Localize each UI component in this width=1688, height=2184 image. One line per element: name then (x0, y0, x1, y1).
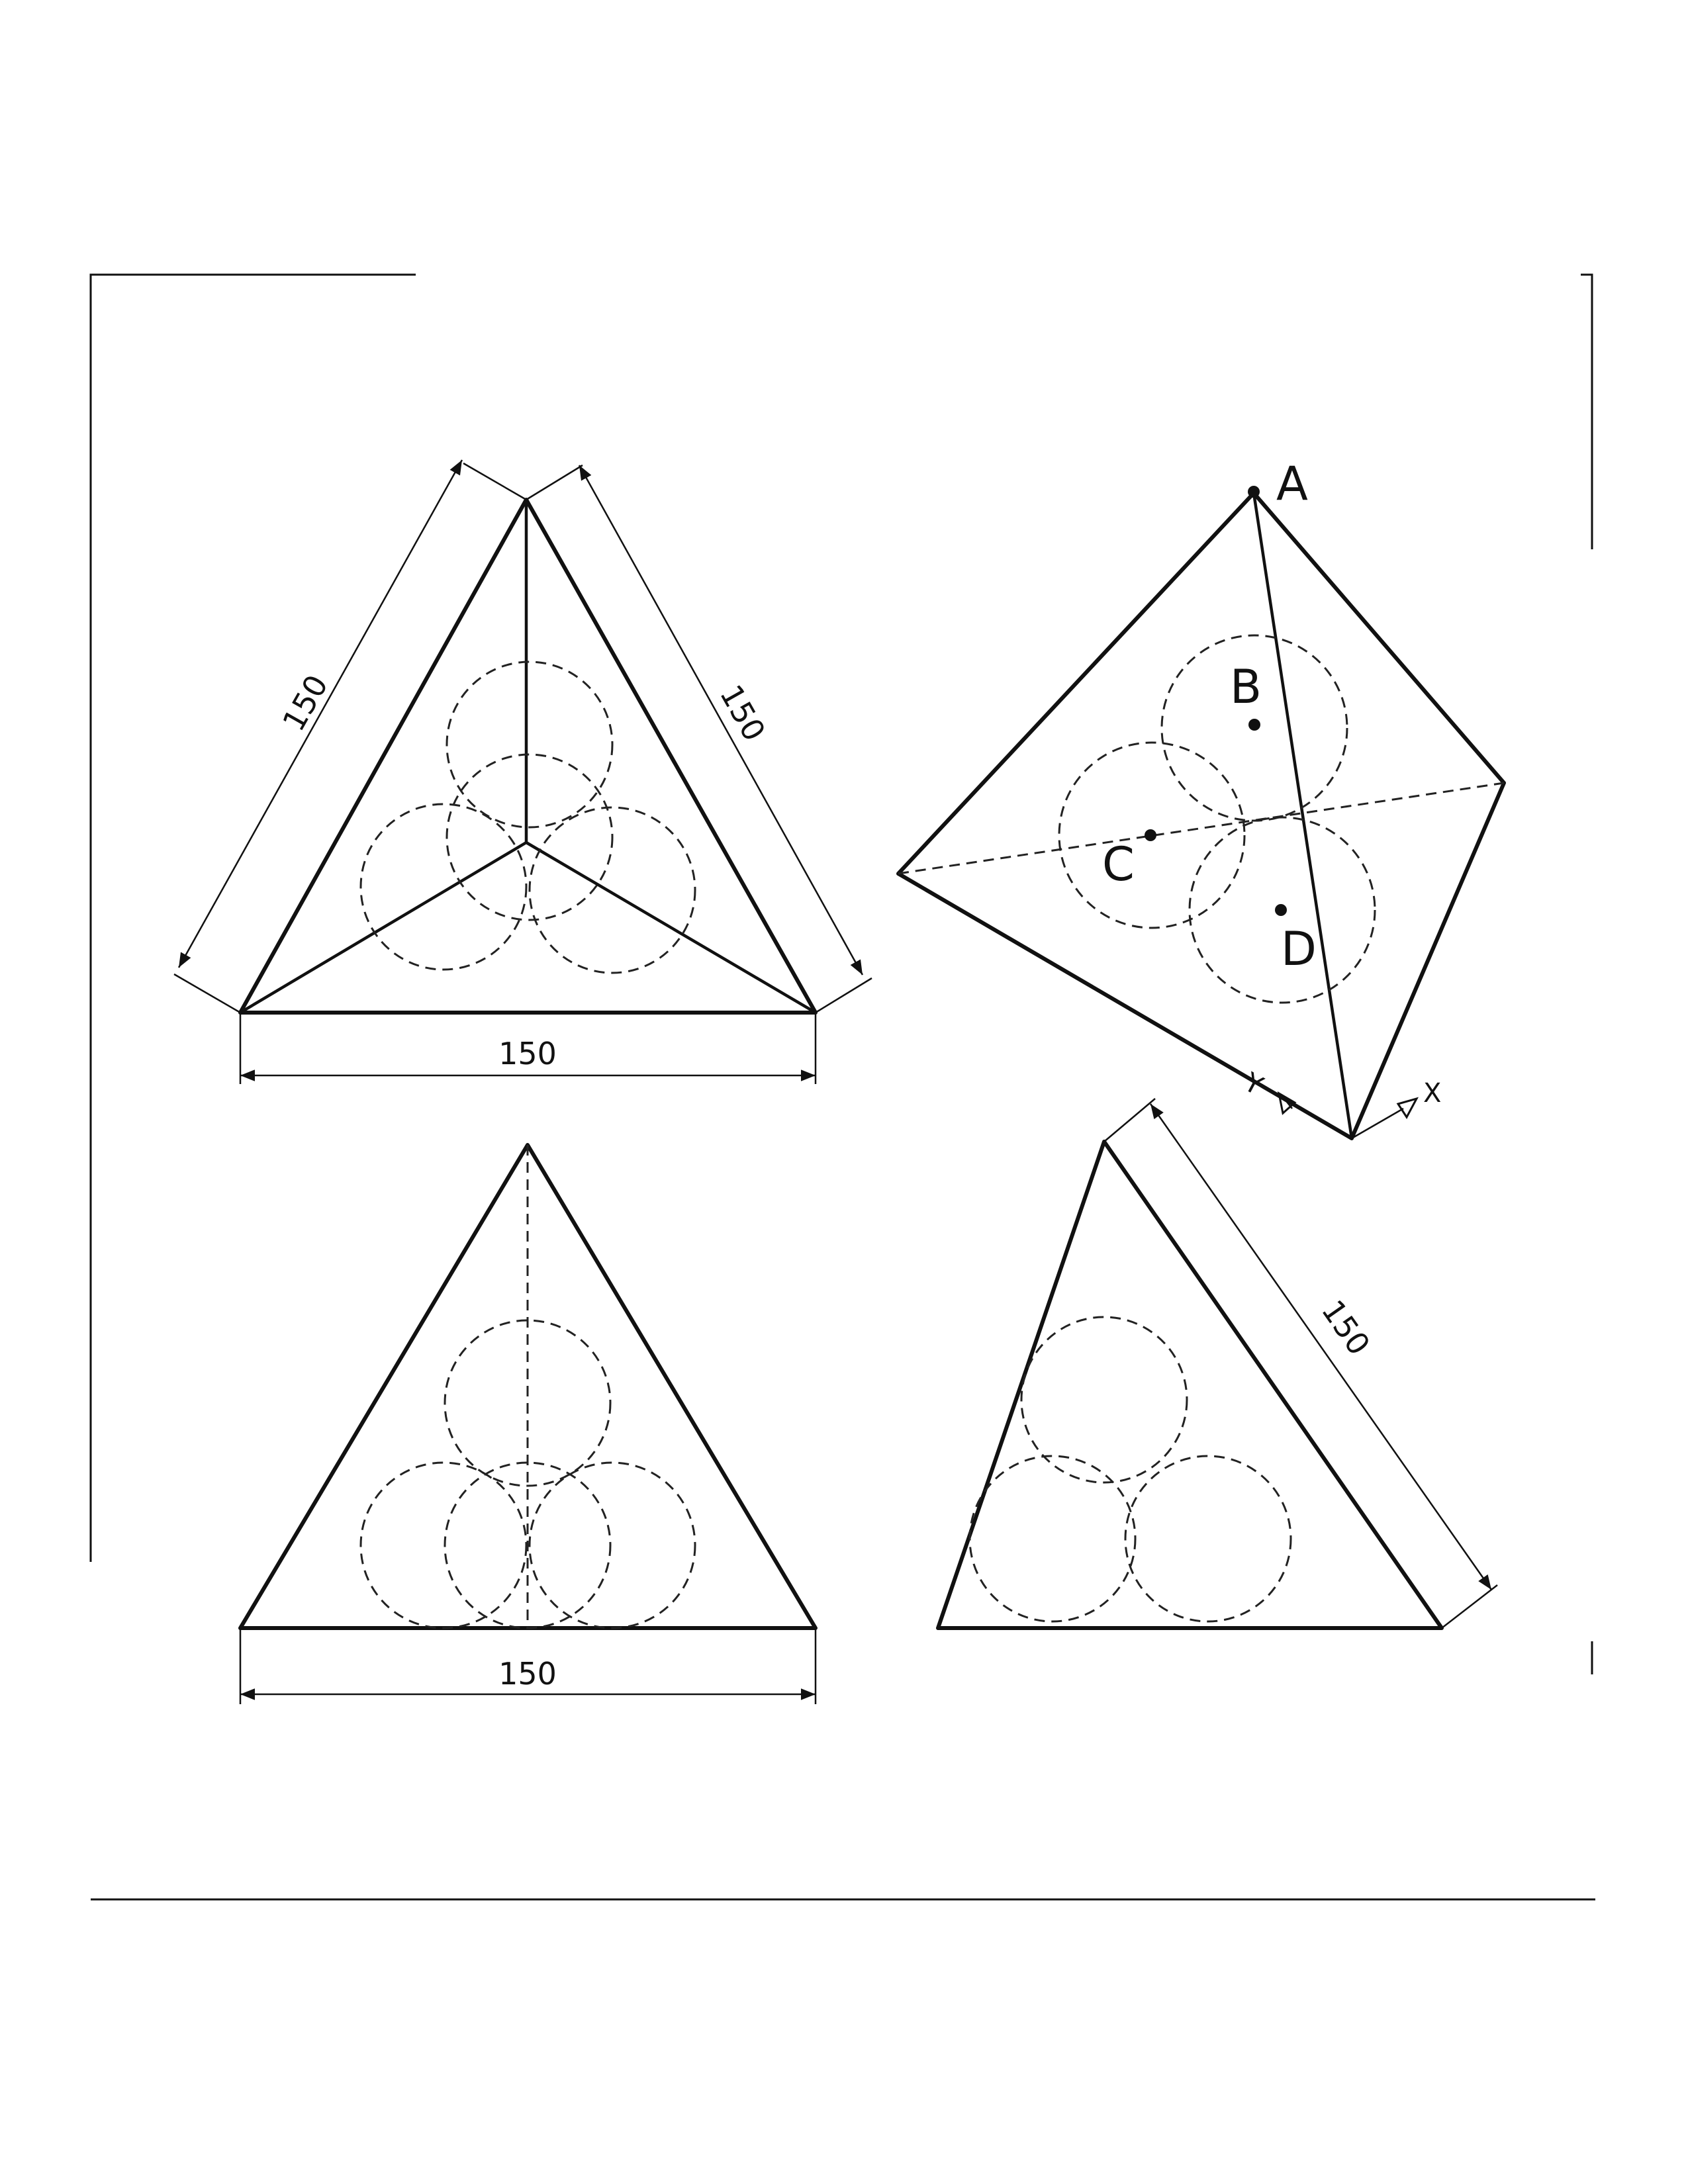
point-a: A (1248, 457, 1308, 511)
drawing-frame (89, 273, 1595, 1901)
pictorial-view: A B C D Y X (896, 457, 1506, 1140)
hidden-spheres-front-view (359, 1319, 696, 1629)
dimension-left-edge: 150 (173, 459, 527, 1014)
dimension-right-edge: 150 (526, 464, 872, 1014)
dimension-side-edge: 150 (1103, 1098, 1498, 1629)
dimension-base: 150 (239, 1013, 817, 1084)
side-view: 150 (936, 1098, 1498, 1630)
ucs-axis-icon: Y X (1239, 1067, 1441, 1140)
point-b: B (1230, 660, 1262, 731)
dimension-label-front-base: 150 (498, 1656, 557, 1692)
point-label-c: C (1102, 837, 1135, 891)
point-label-d: D (1281, 922, 1317, 976)
dimension-label-base: 150 (498, 1036, 557, 1071)
hidden-spheres-side-view (968, 1316, 1292, 1623)
point-c: C (1102, 829, 1156, 891)
axis-label-y: Y (1239, 1067, 1268, 1102)
hidden-spheres-pictorial-view (1058, 634, 1376, 1004)
axis-label-x: X (1423, 1078, 1441, 1109)
dimension-label-right-edge: 150 (713, 679, 773, 747)
point-d: D (1275, 904, 1317, 976)
dimension-front-base: 150 (239, 1628, 817, 1704)
front-view: 150 (238, 1143, 818, 1704)
point-label-a: A (1276, 457, 1308, 511)
point-label-b: B (1230, 660, 1262, 714)
top-view: 150 150 150 (173, 459, 872, 1084)
